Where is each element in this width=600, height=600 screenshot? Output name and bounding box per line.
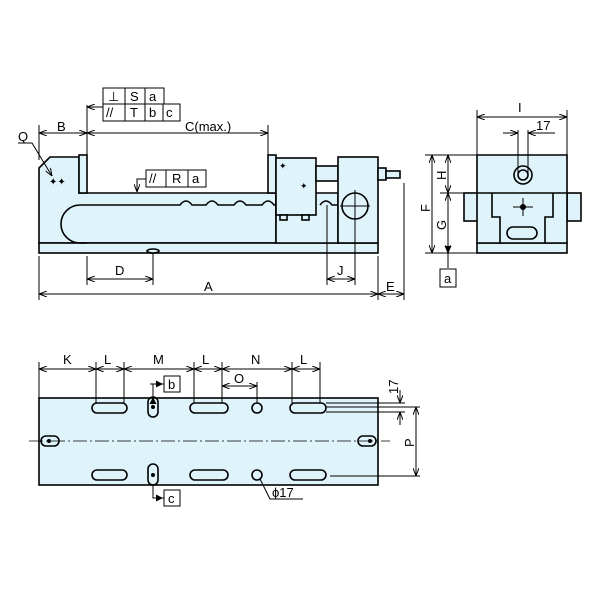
mark-icon: ✦✦ ✦ ✦ — [49, 161, 308, 191]
svg-text:✦✦: ✦✦ — [49, 177, 66, 188]
hole-diameter: ϕ17 — [272, 485, 294, 500]
dim-f: F — [418, 204, 433, 212]
dim-e: E — [386, 279, 395, 294]
svg-text:⊥: ⊥ — [108, 89, 119, 104]
side-view: I 17 F H G a — [418, 100, 582, 288]
fixed-jaw — [78, 154, 88, 194]
dim-l-2: L — [202, 352, 209, 367]
handle-shaft — [385, 170, 401, 179]
moving-jaw — [267, 154, 277, 194]
datum-c: c — [168, 491, 175, 506]
svg-text://: // — [149, 171, 157, 186]
dim-m: M — [153, 352, 164, 367]
datum-a: a — [444, 271, 452, 286]
dim-a: A — [204, 279, 213, 294]
dim-o: O — [234, 371, 244, 386]
dim-i: I — [518, 100, 522, 115]
dim-q: Q — [18, 129, 28, 144]
svg-text:a: a — [192, 171, 200, 186]
dim-l-3: L — [300, 352, 307, 367]
dim-g: G — [434, 220, 449, 230]
bottom-view: K L M L N L O 17 P ϕ17 b c — [29, 352, 420, 507]
svg-text:b: b — [149, 105, 156, 120]
svg-text:S: S — [130, 89, 139, 104]
slots — [40, 396, 377, 486]
dim-n: N — [251, 352, 260, 367]
dim-j: J — [337, 263, 344, 278]
svg-text:a: a — [149, 89, 157, 104]
svg-text:c: c — [166, 105, 173, 120]
svg-text://: // — [106, 105, 114, 120]
svg-text:T: T — [130, 105, 138, 120]
dim-b: B — [57, 119, 66, 134]
dim-d: D — [115, 263, 124, 278]
dim-p: P — [402, 438, 417, 447]
dim-17-top: 17 — [536, 118, 550, 133]
svg-text:R: R — [172, 171, 181, 186]
dim-c: C(max.) — [185, 119, 231, 134]
dim-l-1: L — [104, 352, 111, 367]
datum-b: b — [168, 377, 175, 392]
svg-text:✦: ✦ — [279, 161, 287, 171]
dim-h: H — [434, 171, 449, 180]
dim-17-bottom: 17 — [386, 380, 401, 394]
svg-text:✦: ✦ — [300, 181, 308, 191]
dim-k: K — [63, 352, 72, 367]
